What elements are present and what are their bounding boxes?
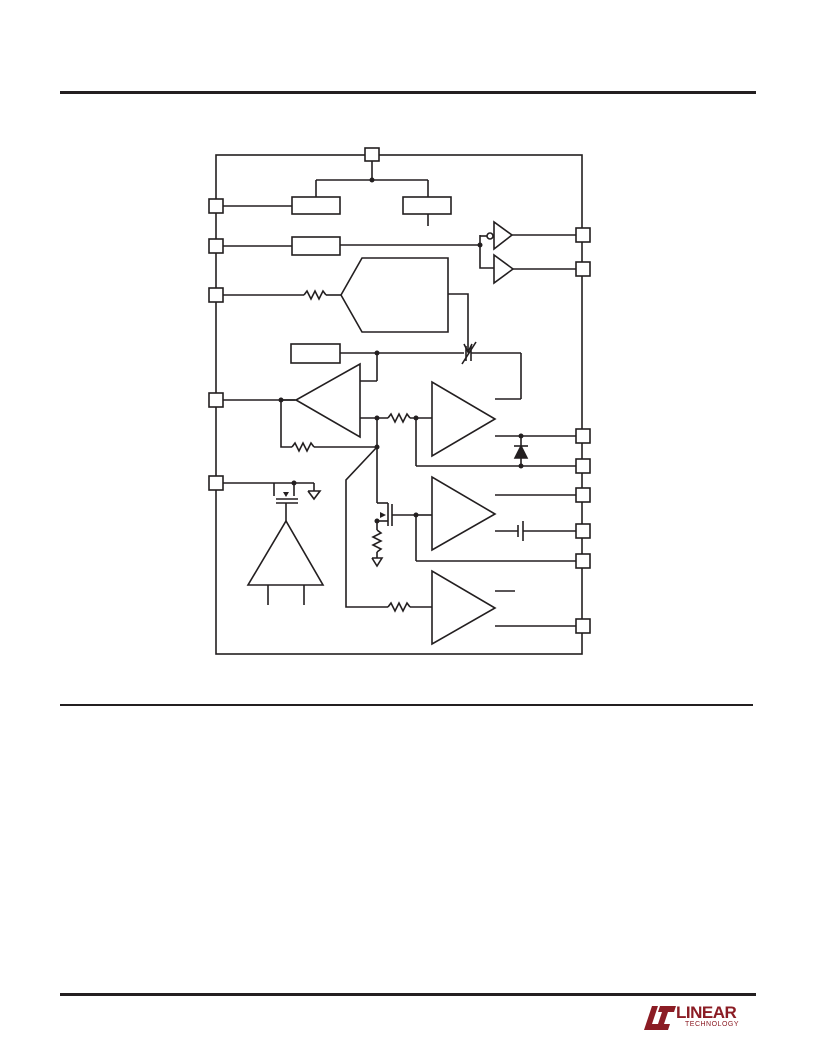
header-rule xyxy=(60,91,756,94)
linear-logo-icon xyxy=(644,1006,676,1030)
pin-right-7 xyxy=(575,553,591,569)
resistor-bottom xyxy=(387,601,411,613)
pin-right-5 xyxy=(575,487,591,503)
resistor-left-3 xyxy=(303,289,327,301)
resistor-feedback xyxy=(291,441,315,453)
pin-left-2 xyxy=(208,238,224,254)
diode xyxy=(513,444,529,459)
amplifier-left xyxy=(294,362,361,439)
buffer xyxy=(493,253,515,285)
pin-left-5 xyxy=(208,475,224,491)
pin-top xyxy=(364,147,380,162)
logo-text: LINEAR xyxy=(676,1003,737,1022)
inverter xyxy=(493,220,514,251)
section-rule xyxy=(60,704,753,706)
pin-right-2 xyxy=(575,261,591,277)
logo-subtext: TECHNOLOGY xyxy=(685,1021,740,1028)
pin-right-4 xyxy=(575,458,591,474)
pin-right-6 xyxy=(575,523,591,539)
block-mid-left xyxy=(291,236,341,256)
resistor-source xyxy=(371,529,383,553)
block-pentagon xyxy=(340,257,449,333)
resistor-mid xyxy=(387,412,411,424)
block-top-right xyxy=(402,196,452,215)
pin-left-3 xyxy=(208,287,224,303)
amplifier-up xyxy=(246,519,325,586)
footer-rule xyxy=(60,993,756,996)
pin-right-1 xyxy=(575,227,591,243)
ground-right xyxy=(307,490,322,501)
amplifier-4 xyxy=(431,569,497,646)
pin-right-3 xyxy=(575,428,591,444)
pin-left-1 xyxy=(208,198,224,214)
block-ref xyxy=(290,343,341,364)
amplifier-3 xyxy=(431,475,497,552)
pin-left-4 xyxy=(208,392,224,408)
ground-left xyxy=(371,557,384,568)
pin-right-8 xyxy=(575,618,591,634)
block-top-left xyxy=(291,196,341,215)
amplifier-2 xyxy=(431,380,497,458)
